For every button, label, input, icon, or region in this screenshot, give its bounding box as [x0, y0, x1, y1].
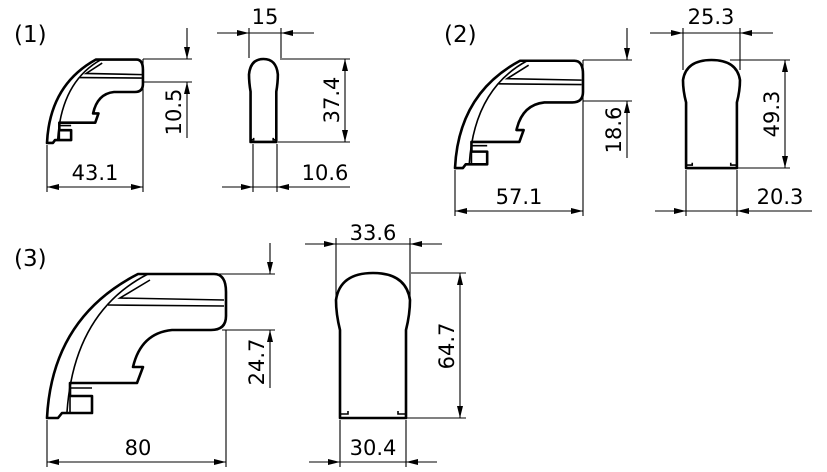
front-view	[334, 271, 412, 420]
dimension-bottom-width: 30.4	[309, 420, 437, 467]
svg-text:64.7: 64.7	[435, 323, 459, 370]
variant-label: (1)	[14, 22, 47, 48]
svg-text:49.3: 49.3	[760, 91, 784, 138]
dimension-handle-height: 24.7	[214, 243, 275, 388]
dimension-top-width: 33.6	[305, 221, 442, 300]
side-view	[45, 272, 228, 420]
dimension-height: 49.3	[730, 59, 790, 169]
dimension-length: 57.1	[454, 60, 584, 216]
svg-text:24.7: 24.7	[245, 339, 269, 386]
dimension-length: 80	[46, 330, 227, 467]
dimension-top-width: 15	[217, 5, 314, 58]
dimension-bottom-width: 10.6	[222, 144, 350, 192]
variant-label: (2)	[444, 22, 477, 48]
svg-text:33.6: 33.6	[350, 221, 397, 245]
svg-text:10.6: 10.6	[302, 161, 349, 185]
svg-text:25.3: 25.3	[688, 5, 735, 29]
svg-text:80: 80	[125, 436, 152, 460]
dimension-length: 43.1	[46, 59, 144, 192]
svg-text:20.3: 20.3	[757, 185, 804, 209]
svg-text:43.1: 43.1	[72, 161, 119, 185]
side-view	[454, 59, 584, 169]
front-view	[248, 58, 279, 143]
front-view	[681, 58, 741, 170]
dimension-height: 64.7	[406, 272, 466, 419]
dimension-handle-height: 18.6	[583, 28, 632, 158]
variant-3: (3) 80 24.7 33.6 64.7	[14, 221, 466, 467]
svg-text:10.5: 10.5	[162, 89, 186, 136]
dimension-top-width: 25.3	[650, 5, 773, 70]
variant-label: (3)	[14, 246, 47, 272]
variant-1: (1) 43.1 10.5 15 37.4	[14, 5, 350, 192]
svg-text:18.6: 18.6	[602, 107, 626, 154]
variant-2: (2) 57.1 18.6 25.3 49.3	[444, 5, 812, 216]
dimension-handle-height: 10.5	[143, 28, 192, 138]
svg-text:15: 15	[252, 5, 279, 29]
dimension-bottom-width: 20.3	[655, 170, 812, 216]
svg-text:57.1: 57.1	[496, 185, 543, 209]
svg-text:37.4: 37.4	[320, 77, 344, 124]
dimension-height: 37.4	[278, 58, 350, 143]
svg-text:30.4: 30.4	[350, 436, 397, 460]
side-view	[46, 58, 144, 144]
